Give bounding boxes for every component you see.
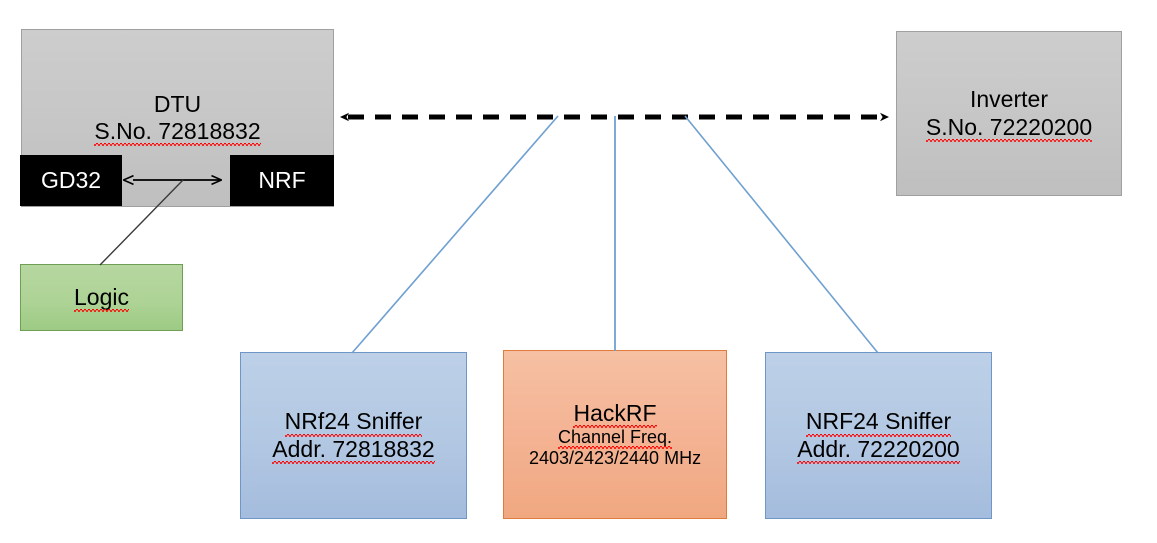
node-logic[interactable]: Logic [20,264,183,331]
node-inverter-label: Inverter [970,86,1048,113]
node-logic-label: Logic [74,283,129,313]
node-sniffer-right-label: NRF24 Sniffer [805,408,952,437]
node-hackrf-channel-value: 2403/2423/2440 MHz [528,448,702,469]
node-sniffer-left-address: Addr. 72818832 [272,435,436,464]
node-dtu-serial: S.No. 72818832 [94,118,261,147]
node-sniffer-left[interactable]: NRf24 Sniffer Addr. 72818832 [240,352,467,519]
node-gd32[interactable]: GD32 [20,155,122,206]
node-hackrf-channel-label: Channel Freq. [557,426,673,450]
node-hackrf[interactable]: HackRF Channel Freq. 2403/2423/2440 MHz [503,350,727,519]
node-inverter[interactable]: Inverter S.No. 72220200 [896,31,1122,196]
node-hackrf-label: HackRF [573,399,657,428]
node-sniffer-right-address: Addr. 72220200 [797,435,961,464]
node-inverter-serial: S.No. 72220200 [925,113,1093,142]
connector-tap-sniffer-left [351,115,559,354]
node-nrf[interactable]: NRF [230,155,334,206]
node-nrf-label: NRF [258,166,306,193]
connector-tap-sniffer-right [684,115,879,354]
node-gd32-label: GD32 [40,166,102,193]
node-sniffer-right[interactable]: NRF24 Sniffer Addr. 72220200 [765,352,992,519]
node-dtu-label: DTU [153,90,202,117]
node-sniffer-left-label: NRf24 Sniffer [284,408,423,437]
